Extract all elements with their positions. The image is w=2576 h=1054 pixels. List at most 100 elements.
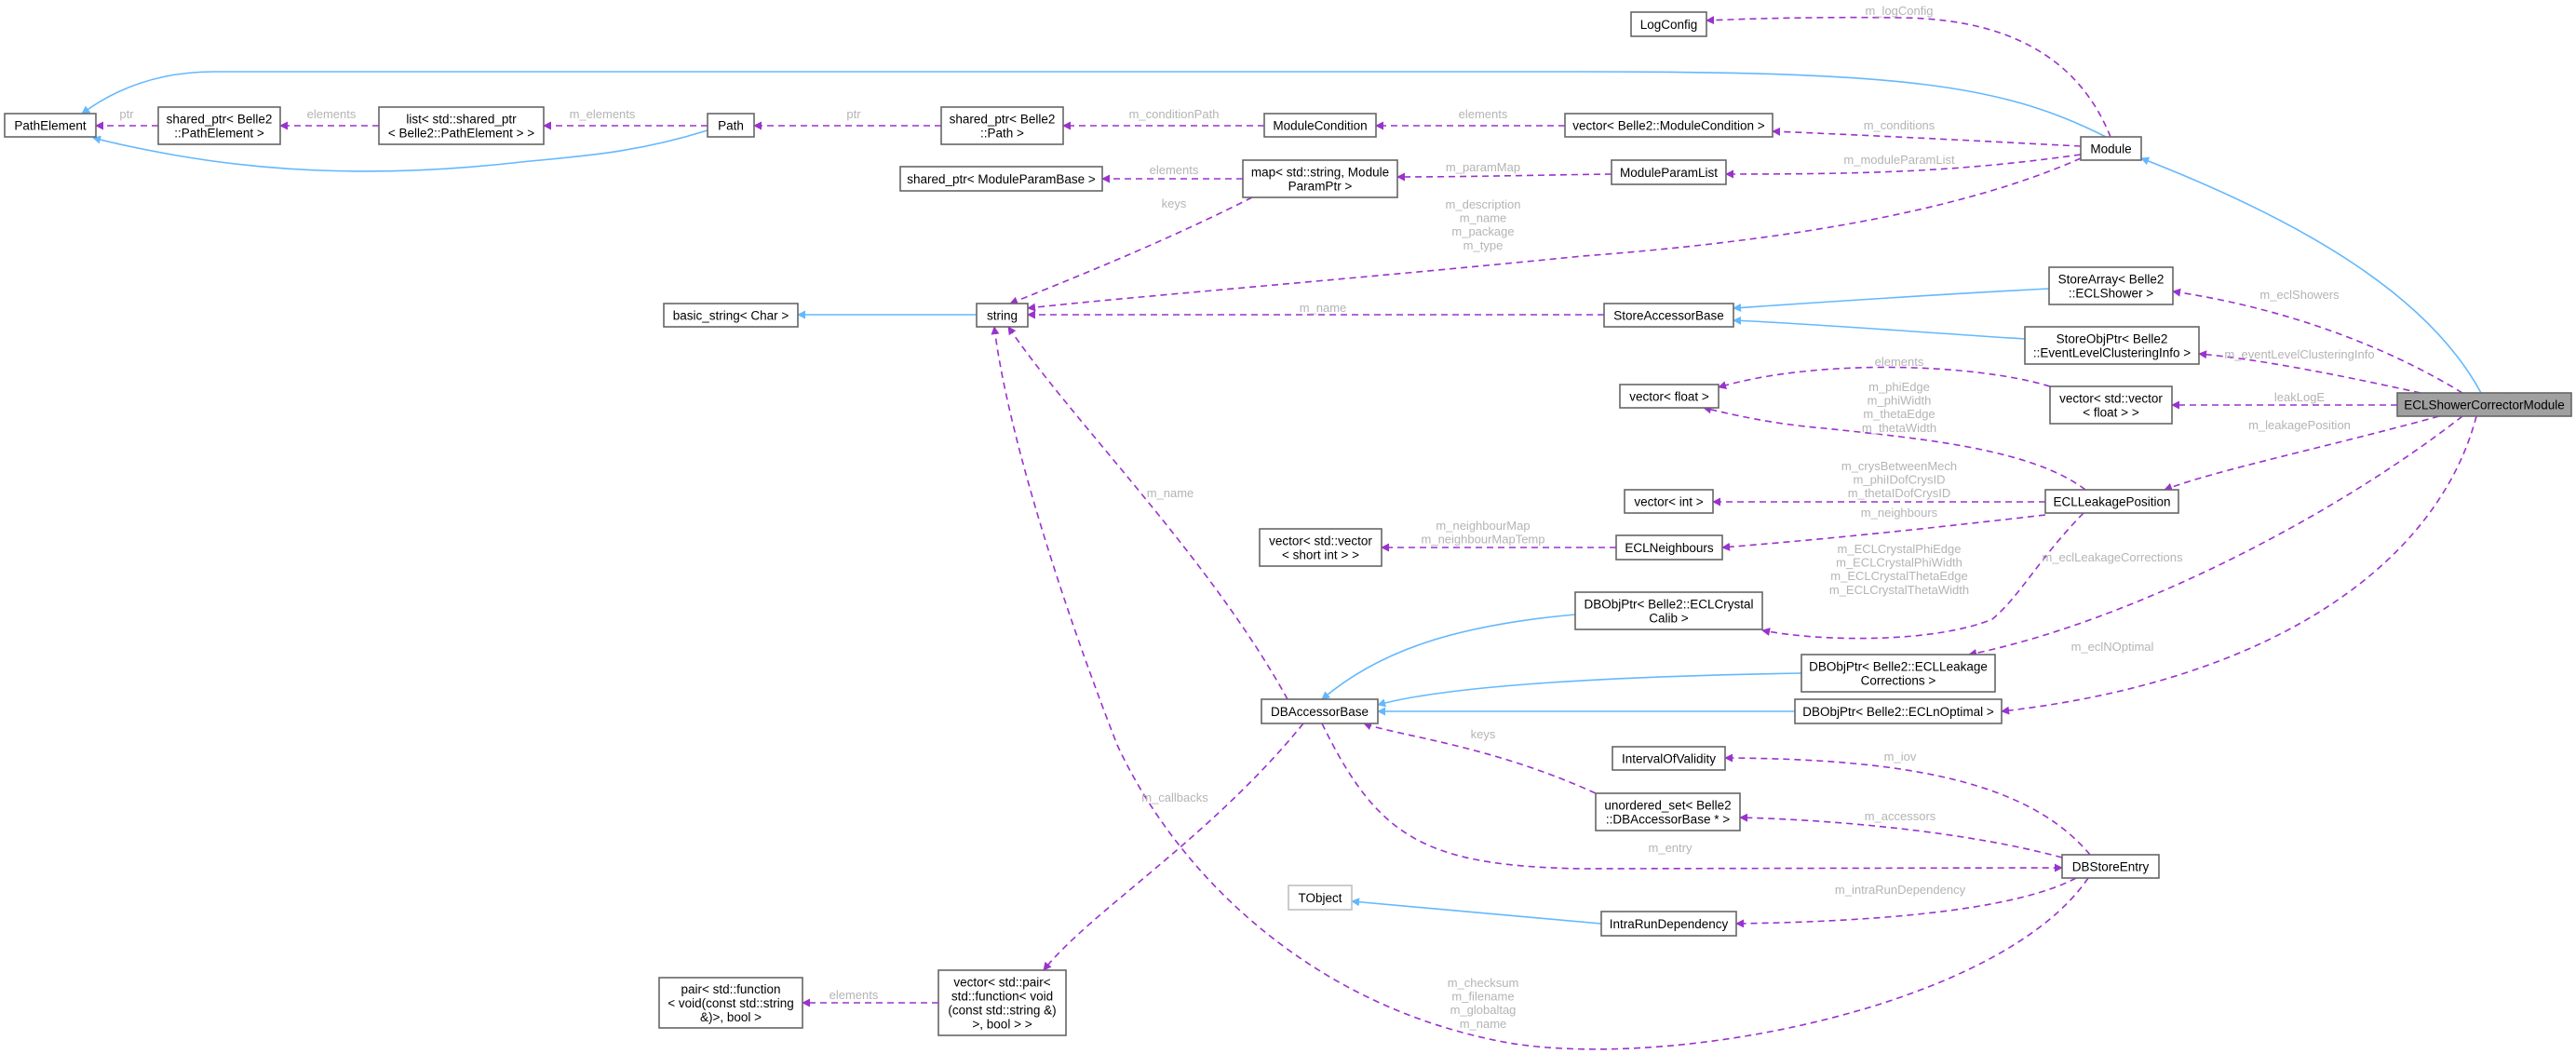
edge-label-line: m_paramMap [1446, 160, 1520, 174]
edge-label: m_entry [1649, 841, 1693, 855]
node-label: string [987, 308, 1018, 322]
class-node-path-element[interactable]: PathElement [4, 113, 97, 138]
class-node-vec-vec-short[interactable]: vector< std::vector< short int > > [1259, 528, 1382, 567]
node-label-line: IntervalOfValidity [1622, 751, 1716, 765]
class-node-interval-of-validity[interactable]: IntervalOfValidity [1612, 746, 1726, 771]
usage-edge [1968, 415, 2463, 657]
node-label: DBAccessorBase [1271, 705, 1369, 719]
node-label: DBObjPtr< Belle2::ECLnOptimal > [1802, 705, 1994, 719]
node-label-line: vector< Belle2::ModuleCondition > [1572, 118, 1764, 132]
node-label-line: (const std::string &) [948, 1003, 1056, 1017]
edge-label-line: ptr [846, 107, 861, 121]
inherit-path-pathelement-edge [92, 129, 708, 172]
edge-label-line: leakLogE [2274, 390, 2326, 404]
class-node-intra-run-dependency[interactable]: IntraRunDependency [1600, 911, 1737, 937]
node-label-line: Calib > [1649, 611, 1689, 625]
usage-edge [1721, 514, 2046, 551]
class-node-vec-module-condition[interactable]: vector< Belle2::ModuleCondition > [1564, 113, 1774, 138]
node-label-line: pair< std::function [681, 982, 781, 996]
node-label-line: PathElement [14, 118, 87, 132]
node-box [1595, 792, 1741, 831]
inherit-crystalcalib-dbaccessorbase-edge [1321, 614, 1576, 700]
class-node-tobject[interactable]: TObject [1288, 885, 1353, 911]
node-label: TObject [1298, 891, 1342, 905]
class-node-eclleakage-position[interactable]: ECLLeakagePosition [2044, 489, 2179, 514]
edge-label-line: keys [1162, 196, 1187, 210]
class-node-eclneighbours[interactable]: ECLNeighbours [1615, 534, 1723, 561]
node-box [1603, 303, 1734, 328]
node-label-line: LogConfig [1640, 18, 1698, 32]
class-node-vec-vec-float[interactable]: vector< std::vector< float > > [2049, 385, 2173, 425]
class-node-dbaccessor-base[interactable]: DBAccessorBase [1261, 698, 1379, 724]
class-node-unordered-set[interactable]: unordered_set< Belle2::DBAccessorBase * … [1595, 792, 1741, 831]
node-label: list< std::shared_ptr< Belle2::PathEleme… [388, 112, 534, 140]
edge-label: m_eventLevelClusteringInfo [2224, 347, 2374, 361]
class-node-store-accessor-base[interactable]: StoreAccessorBase [1603, 303, 1734, 328]
class-node-module-param-list[interactable]: ModuleParamList [1611, 159, 1727, 185]
class-node-path[interactable]: Path [707, 113, 755, 138]
node-box [1564, 113, 1774, 138]
usage-edge [991, 326, 2089, 1050]
edge-label: elements [1875, 355, 1924, 369]
node-label-line: vector< std::pair< [953, 975, 1050, 989]
class-node-vec-int[interactable]: vector< int > [1624, 489, 1714, 514]
inherit-storearray-storeaccessorbase-edge [1733, 288, 2050, 312]
class-node-dbstore-entry[interactable]: DBStoreEntry [2061, 854, 2160, 879]
class-node-list-sp-path-element[interactable]: list< std::shared_ptr< Belle2::PathEleme… [378, 106, 545, 145]
edge-label-line: m_ECLCrystalThetaEdge [1830, 569, 1967, 583]
edge-label-line: m_eclLeakageCorrections [2042, 550, 2183, 564]
class-node-sp-path[interactable]: shared_ptr< Belle2::Path > [940, 106, 1064, 145]
class-node-vec-float[interactable]: vector< float > [1619, 384, 1720, 409]
class-node-module-condition[interactable]: ModuleCondition [1263, 113, 1377, 138]
node-box [1288, 885, 1353, 911]
inherit-leakage-dbaccessorbase-edge [1377, 672, 1802, 708]
usage-edge [1321, 723, 2063, 872]
usage-edge [1718, 366, 2051, 390]
node-label-line: StoreObjPtr< Belle2 [2057, 331, 2168, 345]
class-node-store-obj-ptr[interactable]: StoreObjPtr< Belle2::EventLevelClusterin… [2024, 326, 2200, 365]
class-node-log-config[interactable]: LogConfig [1630, 11, 1707, 37]
edge-label: m_neighbours [1861, 506, 1938, 520]
edge-label-line: m_leakagePosition [2248, 418, 2351, 432]
class-node-pair[interactable]: pair< std::function< void(const std::str… [658, 977, 803, 1029]
node-box [157, 106, 281, 145]
edge-label-line: m_ECLCrystalPhiEdge [1838, 542, 1962, 556]
node-label: shared_ptr< Belle2::PathElement > [167, 112, 273, 140]
class-node-sp-module-param-base[interactable]: shared_ptr< ModuleParamBase > [899, 166, 1103, 192]
node-label-line: std::function< void [951, 989, 1053, 1003]
node-label-line: DBAccessorBase [1271, 705, 1369, 719]
node-label-line: < void(const std::string [668, 996, 793, 1010]
node-label-line: DBObjPtr< Belle2::ECLLeakage [1809, 659, 1988, 673]
node-label: vector< float > [1629, 389, 1709, 403]
class-node-string[interactable]: string [976, 303, 1029, 328]
usage-edge [1363, 722, 1597, 794]
node-label-line: ModuleParamList [1620, 166, 1718, 180]
node-label: ECLNeighbours [1625, 541, 1714, 555]
class-node-basic-string[interactable]: basic_string< Char > [663, 303, 799, 328]
class-node-vec-pair[interactable]: vector< std::pair<std::function< void(co… [937, 969, 1067, 1036]
edge-label-line: m_eclNOptimal [2071, 640, 2154, 654]
edge-label-line: m_neighbourMapTemp [1422, 533, 1545, 547]
node-label: StoreArray< Belle2::ECLShower > [2058, 272, 2165, 300]
class-node-dbobj-noptimal[interactable]: DBObjPtr< Belle2::ECLnOptimal > [1794, 698, 2003, 724]
node-label-line: DBStoreEntry [2072, 859, 2150, 873]
edge-label-line: m_phiEdge [1868, 380, 1930, 394]
usage-edge [1703, 405, 2086, 491]
node-box [1611, 159, 1727, 185]
node-label-line: Module [2090, 142, 2131, 155]
node-label-line: map< std::string, Module [1251, 165, 1389, 179]
node-label-line: &)>, bool > [700, 1010, 762, 1024]
class-node-sp-path-element[interactable]: shared_ptr< Belle2::PathElement > [157, 106, 281, 145]
class-node-store-array[interactable]: StoreArray< Belle2::ECLShower > [2048, 266, 2174, 305]
edge-label-line: ptr [119, 107, 134, 121]
usage-edge [1739, 813, 2063, 858]
class-node-module[interactable]: Module [2080, 136, 2142, 161]
node-box [2061, 854, 2160, 879]
edge-label-line: m_package [1451, 224, 1514, 238]
node-label-line: < short int > > [1282, 547, 1359, 561]
